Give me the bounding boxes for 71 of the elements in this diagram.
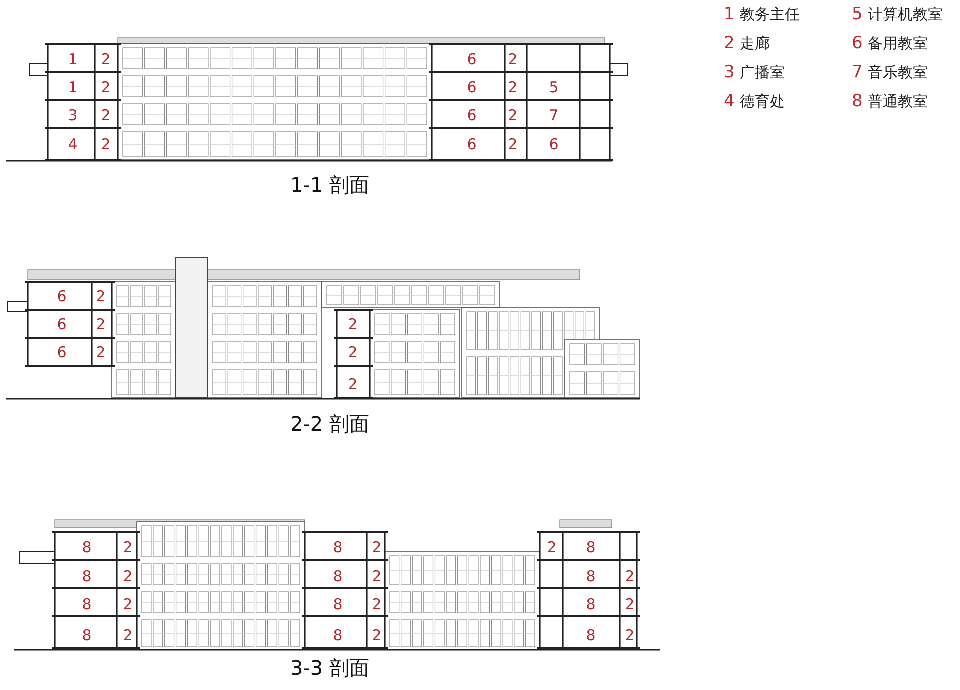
room-number: 2 [123, 540, 133, 556]
room-number: 2 [348, 378, 358, 392]
room-number: 2 [348, 346, 358, 360]
legend-text: 德育处 [740, 94, 785, 110]
room-number: 2 [508, 108, 518, 124]
room-number: 2 [372, 540, 382, 556]
room-number: 4 [68, 138, 78, 152]
room-number: 1 [68, 80, 78, 96]
room-number: 2 [625, 570, 635, 584]
room-number: 2 [508, 52, 518, 68]
legend-number: 1 [724, 6, 735, 24]
section-title: 1-1 剖面 [290, 175, 370, 195]
room-number: 8 [82, 628, 92, 644]
room-number: 2 [101, 52, 111, 68]
legend-number: 7 [852, 64, 863, 82]
room-number: 2 [101, 138, 111, 152]
legend-number: 6 [852, 36, 863, 52]
room-number: 5 [549, 80, 559, 96]
room-number: 8 [333, 628, 343, 644]
room-number: 8 [82, 540, 92, 556]
legend-number: 2 [724, 36, 735, 52]
room-number: 8 [82, 598, 92, 612]
room-number: 8 [586, 540, 596, 556]
room-number: 2 [123, 628, 133, 644]
room-number: 2 [372, 570, 382, 584]
room-number: 7 [549, 108, 559, 124]
room-number: 6 [57, 346, 67, 360]
legend-number: 5 [852, 6, 863, 24]
room-number: 2 [96, 290, 106, 304]
room-number: 2 [372, 628, 382, 644]
section-title: 3-3 剖面 [290, 658, 370, 678]
room-number: 3 [68, 108, 78, 124]
room-number: 2 [625, 598, 635, 612]
room-number: 8 [333, 570, 343, 584]
room-number: 2 [96, 318, 106, 332]
room-number: 2 [101, 108, 111, 124]
legend-text: 计算机教室 [868, 8, 943, 22]
legend-text: 普通教室 [868, 94, 928, 110]
room-number: 8 [586, 570, 596, 584]
room-number: 2 [101, 80, 111, 96]
room-number: 2 [547, 540, 557, 556]
section-title: 2-2 剖面 [290, 414, 370, 434]
room-number: 2 [508, 138, 518, 152]
room-number: 2 [123, 570, 133, 584]
room-number: 6 [57, 318, 67, 332]
room-number: 6 [467, 80, 477, 96]
room-number: 2 [508, 80, 518, 96]
room-number: 1 [68, 52, 78, 68]
room-number: 6 [57, 290, 67, 304]
room-number: 8 [586, 598, 596, 612]
legend-text: 音乐教室 [868, 66, 928, 80]
legend-number: 8 [852, 94, 863, 110]
room-number: 6 [549, 138, 559, 152]
room-number: 6 [467, 52, 477, 68]
legend-number: 4 [724, 94, 735, 110]
legend-text: 教务主任 [740, 8, 800, 22]
legend-number: 3 [724, 64, 735, 82]
room-number: 2 [372, 598, 382, 612]
legend-text: 走廊 [740, 36, 770, 52]
room-number: 2 [625, 628, 635, 644]
room-number: 2 [96, 346, 106, 360]
room-number: 6 [467, 138, 477, 152]
legend-text: 广播室 [740, 66, 785, 80]
room-number: 2 [123, 598, 133, 612]
room-number: 8 [333, 598, 343, 612]
room-number: 8 [333, 540, 343, 556]
room-number: 8 [586, 628, 596, 644]
legend-text: 备用教室 [868, 36, 928, 52]
room-number: 6 [467, 108, 477, 124]
room-number: 8 [82, 570, 92, 584]
room-number: 2 [348, 318, 358, 332]
